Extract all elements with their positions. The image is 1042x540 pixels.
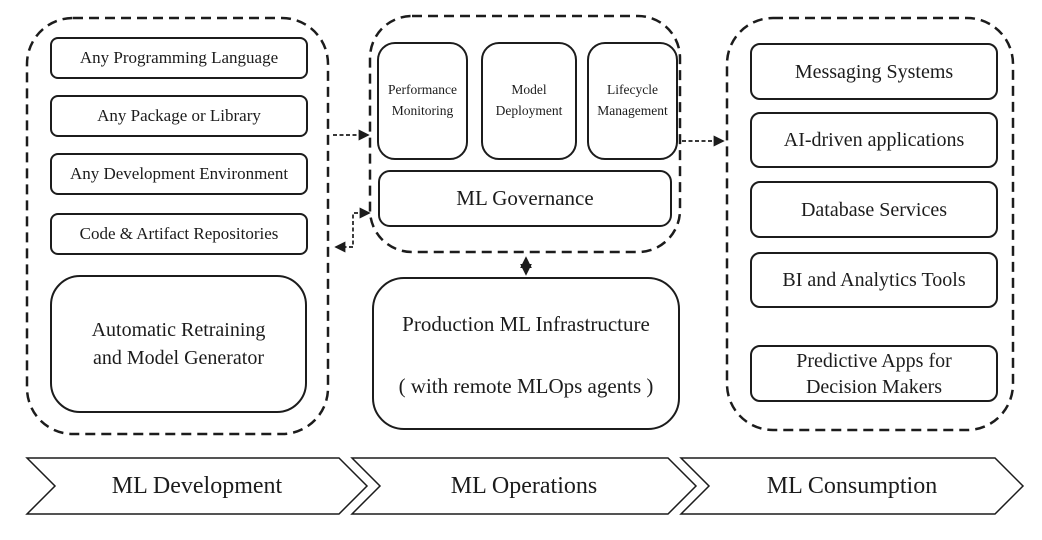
box-any-package-or-library: Any Package or Library [50, 95, 308, 137]
stage-label-ml-operations: ML Operations [450, 472, 598, 499]
box-performance-monitoring: Performance Monitoring [377, 42, 468, 160]
box-code-artifact-repositories: Code & Artifact Repositories [50, 213, 308, 255]
stage-label-ml-development: ML Development [111, 472, 283, 499]
box-database-services: Database Services [750, 181, 998, 238]
process-ribbon [25, 457, 1025, 515]
ml-operations-container [368, 14, 682, 254]
box-lifecycle-management: Lifecycle Management [587, 42, 678, 160]
chevron-ml-consumption [679, 457, 1025, 515]
box-any-development-environment: Any Development Environment [50, 153, 308, 195]
chevron-ml-development [25, 457, 369, 515]
box-automatic-retraining-model-generator: Automatic Retraining and Model Generator [50, 275, 307, 413]
chevron-ml-operations [350, 457, 698, 515]
infrastructure-title: Production ML Infrastructure [402, 312, 650, 337]
box-messaging-systems: Messaging Systems [750, 43, 998, 100]
box-ml-governance: ML Governance [378, 170, 672, 227]
ml-development-container [25, 16, 330, 436]
box-ai-driven-applications: AI-driven applications [750, 112, 998, 168]
infrastructure-subtitle: ( with remote MLOps agents ) [398, 373, 654, 398]
box-any-programming-language: Any Programming Language [50, 37, 308, 79]
stage-label-ml-consumption: ML Consumption [766, 472, 938, 499]
box-predictive-apps-decision-makers: Predictive Apps for Decision Makers [750, 345, 998, 402]
box-model-deployment: Model Deployment [481, 42, 577, 160]
ml-consumption-container [725, 16, 1015, 432]
arrow-governance-development-bidirectional [334, 207, 371, 253]
box-production-ml-infrastructure: Production ML Infrastructure ( with remo… [372, 277, 680, 430]
box-bi-and-analytics-tools: BI and Analytics Tools [750, 252, 998, 308]
